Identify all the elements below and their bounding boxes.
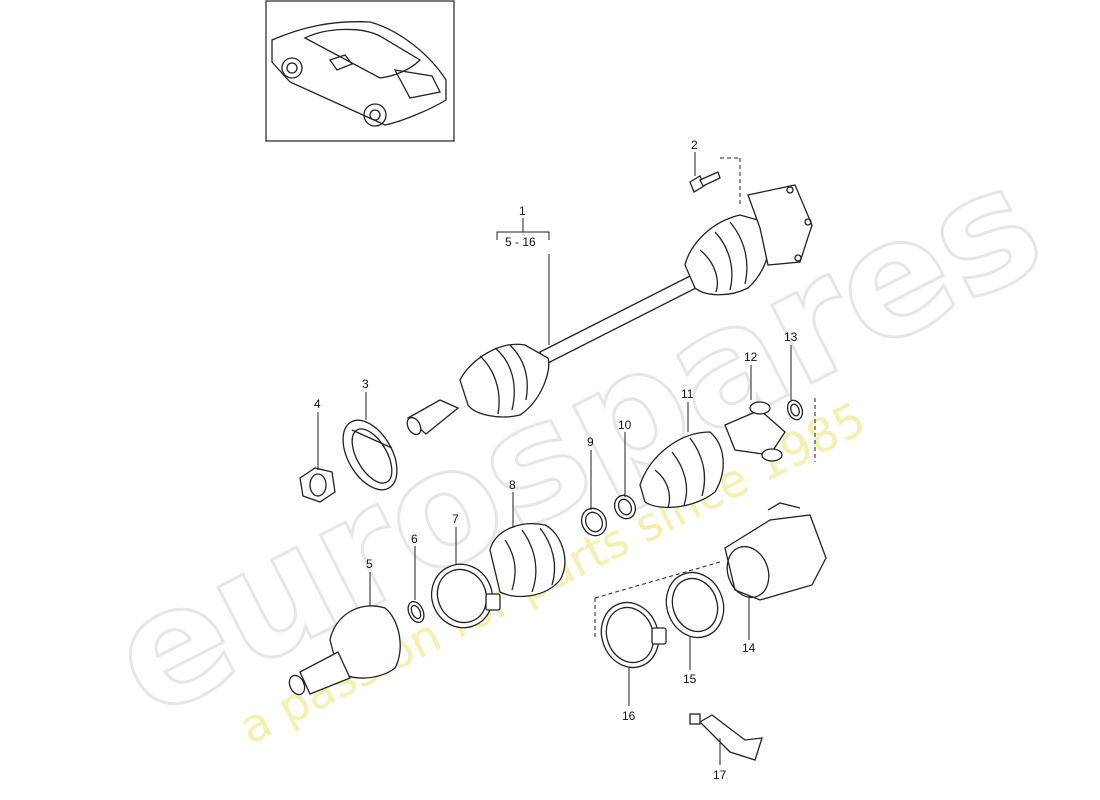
callout-17[interactable]: 17 (713, 768, 727, 782)
callout-labels: 1 5 - 16 2 3 4 5 6 7 8 9 10 11 12 13 14 … (314, 138, 798, 782)
callout-11[interactable]: 11 (681, 387, 694, 401)
inner-boot-part[interactable] (639, 431, 724, 509)
clamp-part[interactable] (421, 554, 502, 637)
watermark-brand: eurospares (82, 128, 1068, 754)
callout-5[interactable]: 5 (366, 557, 373, 571)
large-clamp-part[interactable] (592, 594, 667, 675)
tripod-part[interactable] (724, 401, 786, 462)
small-clamp-part-b[interactable] (611, 492, 639, 522)
callout-16[interactable]: 16 (622, 709, 636, 723)
callout-7[interactable]: 7 (452, 512, 459, 526)
callout-13[interactable]: 13 (784, 330, 798, 344)
callout-2[interactable]: 2 (691, 138, 698, 152)
ring-part[interactable] (332, 411, 408, 499)
watermark: eurospares a passion for parts since 198… (81, 126, 1070, 755)
callout-8[interactable]: 8 (509, 478, 516, 492)
callout-6[interactable]: 6 (411, 532, 418, 546)
housing-part[interactable] (720, 502, 827, 603)
drive-shaft-assembly[interactable] (404, 184, 813, 437)
cv-joint-part[interactable] (286, 605, 401, 697)
leader-lines (317, 152, 816, 765)
callout-15[interactable]: 15 (683, 672, 697, 686)
circlip-part[interactable] (785, 398, 805, 422)
boot-part[interactable] (489, 523, 566, 598)
bolt-part[interactable] (689, 171, 721, 193)
callout-1[interactable]: 1 (519, 204, 526, 218)
callout-12[interactable]: 12 (744, 350, 758, 364)
car-thumbnail-icon[interactable] (265, 0, 455, 142)
grease-tube-part[interactable] (689, 713, 763, 761)
callout-14[interactable]: 14 (742, 641, 756, 655)
callout-4[interactable]: 4 (314, 397, 321, 411)
nut-part[interactable] (299, 467, 336, 503)
callout-9[interactable]: 9 (587, 435, 594, 449)
small-ring-part[interactable] (405, 599, 427, 625)
callout-3[interactable]: 3 (362, 377, 369, 391)
band-part[interactable] (657, 564, 732, 645)
callout-10[interactable]: 10 (618, 418, 632, 432)
callout-1-range: 5 - 16 (505, 235, 536, 249)
small-clamp-part[interactable] (577, 504, 611, 540)
